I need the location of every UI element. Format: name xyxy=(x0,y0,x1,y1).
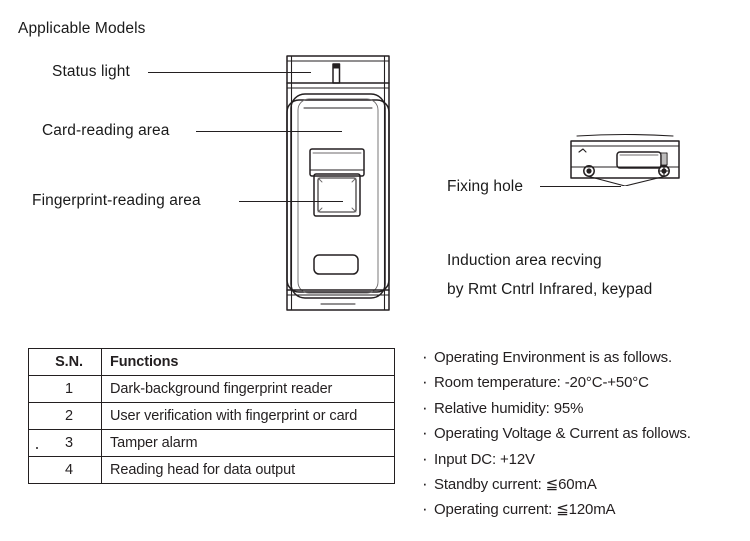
functions-table: S.N. Functions 1 Dark-background fingerp… xyxy=(28,348,395,484)
spec-item: Relative humidity: 95% xyxy=(422,396,691,421)
fingerprint-sensor-module xyxy=(309,148,365,217)
spec-item: Operating current: ≦120mA xyxy=(422,497,691,522)
table-row: 2 User verification with fingerprint or … xyxy=(28,402,395,430)
device-front-view-drawing xyxy=(286,55,390,311)
connector-recess xyxy=(616,151,662,169)
table-cell-sn: 2 xyxy=(28,402,102,430)
fixing-hole-pointer xyxy=(588,175,665,186)
table-cell-sn: 4 xyxy=(28,456,102,484)
callout-label-fixing-hole: Fixing hole xyxy=(447,178,524,195)
fixing-hole-right xyxy=(658,165,670,177)
callout-label-card-reading-area: Card-reading area xyxy=(42,122,170,139)
ribbed-tab xyxy=(660,152,668,166)
table-header-functions: Functions xyxy=(101,348,395,376)
induction-note-line-2: by Rmt Cntrl Infrared, keypad xyxy=(447,281,653,298)
stray-ink-dot xyxy=(36,447,38,449)
device-side-view-drawing xyxy=(570,133,680,186)
lower-plate xyxy=(313,254,359,275)
table-cell-function: Reading head for data output xyxy=(101,456,395,484)
callout-label-fingerprint-area: Fingerprint-reading area xyxy=(32,192,201,209)
table-row: 1 Dark-background fingerprint reader xyxy=(28,375,395,403)
induction-note-line-1: Induction area recving xyxy=(447,252,602,269)
table-row: 4 Reading head for data output xyxy=(28,456,395,484)
spec-item: Operating Environment is as follows. xyxy=(422,345,691,370)
leader-line-fixing-hole xyxy=(540,186,621,187)
table-cell-sn: 1 xyxy=(28,375,102,403)
table-header-sn: S.N. xyxy=(28,348,102,376)
specifications-list: Operating Environment is as follows. Roo… xyxy=(422,345,691,523)
table-row: 3 Tamper alarm xyxy=(28,429,395,457)
leader-line-fingerprint-area xyxy=(239,201,343,202)
status-light-indicator xyxy=(332,63,341,84)
spec-item: Room temperature: -20°C-+50°C xyxy=(422,370,691,395)
table-cell-sn: 3 xyxy=(28,429,102,457)
leader-line-card-reading-area xyxy=(196,131,342,132)
page-title: Applicable Models xyxy=(18,20,146,37)
spec-item: Input DC: +12V xyxy=(422,447,691,472)
spec-item: Operating Voltage & Current as follows. xyxy=(422,421,691,446)
table-cell-function: User verification with fingerprint or ca… xyxy=(101,402,395,430)
table-cell-function: Tamper alarm xyxy=(101,429,395,457)
leader-line-status-light xyxy=(148,72,311,73)
callout-label-status-light: Status light xyxy=(52,63,130,80)
table-header-row: S.N. Functions xyxy=(28,348,395,376)
table-cell-function: Dark-background fingerprint reader xyxy=(101,375,395,403)
spec-item: Standby current: ≦60mA xyxy=(422,472,691,497)
